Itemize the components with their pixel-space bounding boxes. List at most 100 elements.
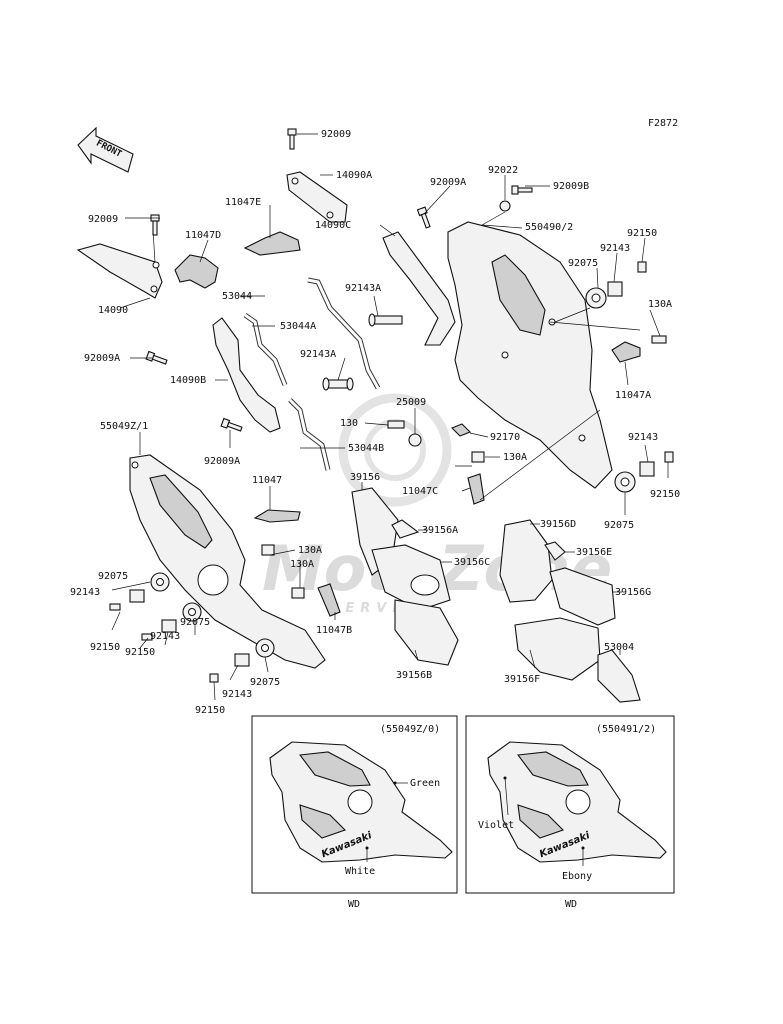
part-39156f-panel (514, 617, 601, 681)
washer-92022 (499, 200, 511, 212)
callout-11047e: 11047E (225, 197, 261, 208)
variant-right-color-top: Violet (478, 820, 514, 831)
left-cowl-duct (197, 564, 229, 596)
hole (131, 461, 139, 469)
callout-53004: 53004 (604, 642, 634, 653)
callout-92009a-left: 92009A (84, 353, 120, 364)
variant-left-model: WD (348, 899, 360, 910)
callout-92075-d: 92075 (180, 617, 210, 628)
callout-39156e: 39156E (576, 547, 612, 558)
variant-right-model: WD (565, 899, 577, 910)
callout-130a-d: 130A (290, 559, 314, 570)
callout-130a-b: 130A (503, 452, 527, 463)
variant-left-stripe (299, 804, 347, 839)
callout-11047b: 11047B (316, 625, 352, 636)
clip-92170 (451, 423, 471, 437)
callout-550490: 550490/2 (525, 222, 573, 233)
figure-code: F2872 (648, 118, 678, 129)
bolt-92009a-top (416, 206, 431, 229)
callout-92009a-mid: 92009A (204, 456, 240, 467)
leader-lines (111, 133, 669, 701)
callout-92150-b: 92150 (650, 489, 680, 500)
part-53044-rod-inner (307, 278, 380, 389)
grommet-92075-left-a (150, 572, 170, 592)
left-cowl-vent (149, 474, 213, 549)
right-cowl-vent (491, 254, 546, 336)
callout-53044b: 53044B (348, 443, 384, 454)
callout-92075-a: 92075 (568, 258, 598, 269)
callout-92022: 92022 (488, 165, 518, 176)
callout-92009-top: 92009 (321, 129, 351, 140)
collar-92143-right-bottom (639, 461, 655, 477)
part-14090-bracket (76, 243, 163, 299)
grommet-92075-left-b (182, 602, 202, 622)
callout-39156f: 39156F (504, 674, 540, 685)
bolt-92009-top (287, 128, 297, 150)
callout-39156b: 39156B (396, 670, 432, 681)
part-39156a-panel (391, 519, 420, 539)
part-14090b-bracket (212, 317, 281, 433)
callout-92150-c: 92150 (90, 642, 120, 653)
callout-92075-b: 92075 (604, 520, 634, 531)
callout-11047a: 11047A (615, 390, 651, 401)
callout-11047d: 11047D (185, 230, 221, 241)
variant-right-stripe (517, 804, 565, 839)
collar-92143-right-top (607, 281, 623, 297)
bolt-92150-left-b (141, 633, 153, 641)
bolt-92009b (511, 185, 533, 195)
hole (152, 261, 160, 269)
callout-130a-c: 130A (298, 545, 322, 556)
spacer-92143a-b (322, 377, 354, 391)
callout-92150-a: 92150 (627, 228, 657, 239)
callout-130: 130 (340, 418, 358, 429)
callout-53044: 53044 (222, 291, 252, 302)
callout-92150-e: 92150 (195, 705, 225, 716)
callout-92143-b: 92143 (628, 432, 658, 443)
variant-right-part: (550491/2) (596, 724, 656, 735)
grommet-92075-left-c (255, 638, 275, 658)
callout-92170: 92170 (490, 432, 520, 443)
grommet-92075-right-top (585, 287, 607, 309)
leader-dot (503, 776, 507, 780)
part-11047e-bracket (243, 231, 301, 256)
part-11047b-bracket (317, 583, 341, 617)
grommet-25009 (408, 433, 422, 447)
callout-39156g: 39156G (615, 587, 651, 598)
variant-box-left: (55049Z/0) Kawasaki Green White WD (251, 715, 458, 910)
spacer-92143a-a (368, 313, 403, 327)
part-14090a-bracket (286, 171, 348, 223)
bolt-92009a-mid (220, 417, 243, 432)
variant-left-vent (298, 751, 371, 787)
bolt-92150-right-bottom (664, 451, 674, 463)
bolt-130a-right (651, 335, 667, 344)
panel-39156c-hole (410, 574, 440, 596)
part-53044a-rod-inner (244, 313, 287, 386)
hole (578, 434, 586, 442)
callout-92009-left: 92009 (88, 214, 118, 225)
bolt-92009a-left (145, 350, 168, 365)
part-11047a-bracket (611, 341, 641, 363)
callout-14090b: 14090B (170, 375, 206, 386)
callout-92075-c: 92075 (98, 571, 128, 582)
callout-92143a-b: 92143A (300, 349, 336, 360)
callout-39156: 39156 (350, 472, 380, 483)
callout-53044a: 53044A (280, 321, 316, 332)
callout-14090a: 14090A (336, 170, 372, 181)
bolt-130a-left-a (261, 544, 275, 556)
callout-11047c: 11047C (402, 486, 438, 497)
leader-dot (393, 781, 397, 785)
callout-92009a-top: 92009A (430, 177, 466, 188)
callout-39156a: 39156A (422, 525, 458, 536)
callout-92150-d: 92150 (125, 647, 155, 658)
callout-25009: 25009 (396, 397, 426, 408)
part-39156g-panel (549, 567, 616, 626)
leader-dot (365, 846, 369, 850)
bolt-92150-left-c (209, 673, 219, 683)
grommet-92075-right-bottom (614, 471, 636, 493)
variant-right-color-bottom: Ebony (562, 871, 592, 882)
bolt-130a-left-b (291, 587, 305, 599)
callout-130a-a: 130A (648, 299, 672, 310)
callout-labels: 92009 14090A 92022 92009A 92009B 11047E … (70, 129, 680, 716)
variant-left-duct (347, 789, 373, 815)
